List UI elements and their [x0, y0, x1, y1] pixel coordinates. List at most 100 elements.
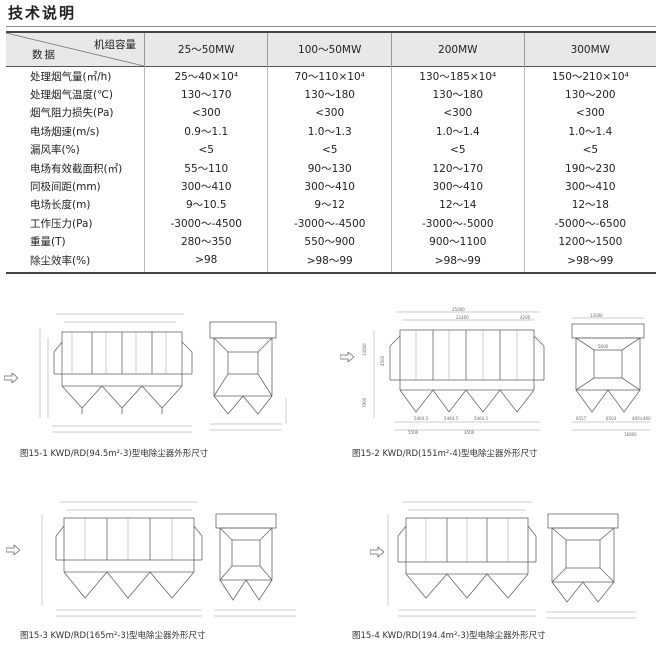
row-label: 除尘效率(%) — [30, 254, 91, 267]
cell: -5000～-6500 — [523, 214, 656, 233]
cell: 9～10.5 — [143, 195, 268, 215]
view-direction-arrow-icon — [340, 352, 354, 362]
front-elevation: 25000 22400 4200 5464.5 5464.5 5464.5 55… — [362, 307, 545, 435]
cell: 550～900 — [267, 232, 392, 251]
cell: 12～18 — [523, 195, 656, 215]
cell: <300 — [143, 103, 268, 123]
cell: 130～180 — [390, 85, 525, 104]
row-label: 工作压力(Pa) — [30, 217, 93, 230]
cell: 55～110 — [143, 158, 268, 178]
spec-table: 机组容量 数据 25～50MW 100～50MW 200MW 300MW 处理烟… — [6, 31, 656, 274]
cell: >98 — [143, 250, 268, 274]
cell: <300 — [523, 103, 656, 123]
row-label: 电场长度(m) — [30, 199, 91, 212]
table-row: 除尘效率(%)>98>98～99>98～99>98～99 — [6, 250, 656, 274]
cell: 130～170 — [143, 85, 268, 104]
front-elevation — [39, 313, 193, 433]
figure-15-4-drawing — [387, 501, 636, 619]
cell: 70～110×10⁴ — [267, 66, 392, 86]
figure-caption: 图15-2 KWD/RD(151m²-4)型电除尘器外形尺寸 — [352, 449, 538, 459]
figure-15-2-drawing: 25000 22400 4200 5464.5 5464.5 5464.5 55… — [362, 307, 651, 437]
cell: 150～210×10⁴ — [523, 66, 656, 86]
row-label: 同极间距(mm) — [30, 181, 101, 194]
cell: <5 — [143, 140, 268, 159]
cell: 120～170 — [390, 158, 525, 178]
figure-caption: 图15-3 KWD/RD(165m²-3)型电除尘器外形尺寸 — [20, 631, 206, 641]
header-corner-bottom: 数据 — [32, 49, 57, 61]
header-corner-top: 机组容量 — [94, 39, 136, 51]
view-direction-arrow-icon — [6, 545, 20, 555]
dim-label: 3500 — [464, 430, 475, 435]
column-header: 25～50MW — [143, 32, 269, 67]
cell: 130～200 — [523, 85, 656, 104]
row-label: 重量(T) — [30, 236, 66, 249]
column-header: 100～50MW — [267, 32, 392, 67]
column-header: 300MW — [523, 32, 656, 67]
dim-label: 16000 — [624, 432, 637, 437]
view-direction-arrow-icon — [4, 373, 18, 383]
dim-label: 22400 — [456, 315, 469, 320]
row-label: 处理烟气温度(℃) — [30, 89, 113, 102]
cell: 25～40×10⁴ — [143, 66, 268, 86]
cell: -3000～-4500 — [267, 214, 392, 233]
cell: 130～180 — [267, 85, 392, 104]
figure-caption: 图15-4 KWD/RD(194.4m²-3)型电除尘器外形尺寸 — [352, 631, 546, 641]
row-label: 电场烟速(m/s) — [30, 125, 100, 138]
cell: <300 — [267, 103, 392, 123]
dim-label: 25000 — [452, 307, 465, 312]
column-header: 200MW — [390, 32, 525, 67]
dim-label: 14500 — [362, 343, 367, 356]
table-row: 工作压力(Pa)-3000～-4500-3000～-4500-3000～-500… — [6, 214, 656, 233]
dim-label: 12000 — [590, 313, 603, 318]
cell: 280～350 — [143, 232, 268, 251]
table-header-row: 机组容量 数据 25～50MW 100～50MW 200MW 300MW — [6, 32, 656, 67]
dim-label: 5464.5 — [414, 416, 428, 421]
cell: >98～99 — [390, 250, 525, 274]
cell: <300 — [390, 103, 525, 123]
dim-label: 4500 — [380, 355, 385, 366]
page-title: 技术说明 — [8, 4, 77, 22]
cell: 300～410 — [390, 177, 525, 196]
cell: 130～185×10⁴ — [390, 66, 525, 86]
cell: >98～99 — [523, 250, 656, 274]
figure-caption: 图15-1 KWD/RD(94.5m²-3)型电除尘器外形尺寸 — [20, 449, 209, 459]
title-divider — [6, 26, 656, 27]
cell: 12～14 — [390, 195, 525, 215]
cell: -3000～-5000 — [390, 214, 525, 233]
table-row: 漏风率(%)<5<5<5<5 — [6, 140, 656, 159]
cell: 9～12 — [267, 195, 392, 215]
cell: 1.0～1.4 — [523, 122, 656, 141]
row-label: 漏风率(%) — [30, 144, 80, 157]
cell: <5 — [390, 140, 525, 159]
side-elevation — [214, 513, 296, 617]
side-elevation — [209, 321, 287, 431]
cell: 1.0～1.3 — [267, 122, 392, 141]
dim-label: 5500 — [408, 430, 419, 435]
table-row: 烟气阻力损失(Pa)<300<300<300<300 — [6, 103, 656, 123]
cell: 1.0～1.4 — [390, 122, 525, 141]
dim-label: 5464.5 — [444, 416, 458, 421]
cell: >98～99 — [267, 250, 392, 274]
cell: 0.9～1.1 — [143, 122, 268, 141]
cell: 190～230 — [523, 158, 656, 178]
view-direction-arrow-icon — [370, 547, 384, 557]
dim-label: 5600 — [598, 344, 609, 349]
cell: 300～410 — [143, 177, 268, 196]
cell: 900～1100 — [390, 232, 525, 251]
dim-label: 7900 — [362, 397, 367, 408]
row-label: 烟气阻力损失(Pa) — [30, 107, 114, 120]
dim-label: 4200 — [520, 315, 531, 320]
figure-15-3-drawing — [41, 501, 296, 617]
side-elevation: 12000 5600 6557 6503 400×400 16000 — [571, 313, 651, 437]
cell: 300～410 — [523, 177, 656, 196]
header-diagonal — [6, 33, 144, 66]
cell: 1200～1500 — [523, 232, 656, 251]
header-corner: 机组容量 数据 — [6, 32, 145, 67]
